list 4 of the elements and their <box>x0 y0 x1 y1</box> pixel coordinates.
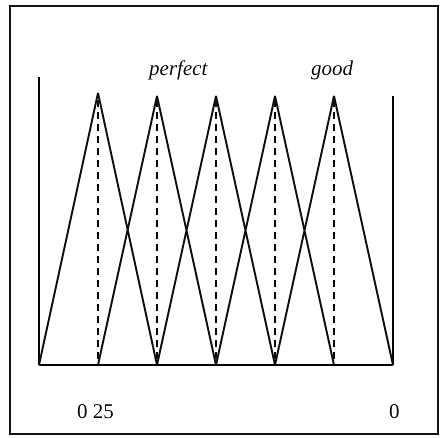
axis-value: 0 <box>389 399 400 423</box>
axis-value: 0 25 <box>77 399 114 423</box>
term-label: good <box>311 56 353 80</box>
term-label: perfect <box>149 56 208 80</box>
